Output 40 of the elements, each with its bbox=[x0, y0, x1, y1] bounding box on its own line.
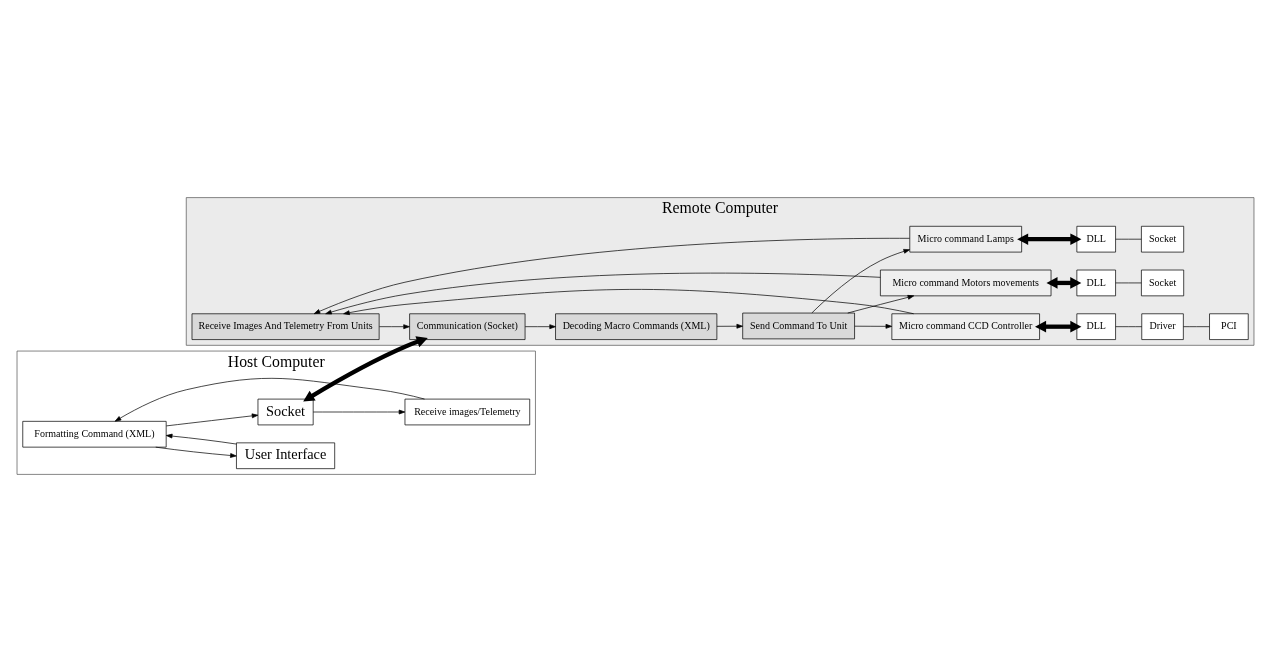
arrow bbox=[1035, 320, 1082, 332]
arrow bbox=[114, 377, 425, 422]
arrow bbox=[379, 323, 410, 329]
connector bbox=[1115, 282, 1142, 283]
node-box: Socket bbox=[1141, 225, 1185, 252]
arrow bbox=[166, 433, 237, 444]
arrow bbox=[1017, 232, 1082, 245]
node-box: DLL bbox=[1076, 269, 1116, 296]
node-box: DLL bbox=[1076, 225, 1116, 252]
node-box: Decoding Macro Commands (XML) bbox=[555, 312, 718, 340]
arrow bbox=[343, 288, 914, 315]
node-box: Receive images/Telemetry bbox=[404, 398, 531, 425]
node-box: DLL bbox=[1076, 312, 1116, 340]
arrow bbox=[847, 294, 915, 313]
arrow bbox=[312, 409, 406, 414]
arrow bbox=[313, 237, 910, 314]
arrow bbox=[166, 413, 259, 426]
node-box: Receive Images And Telemetry From Units bbox=[191, 312, 380, 340]
node-box: Micro command CCD Controller bbox=[891, 312, 1040, 340]
node-box: Micro command Motors movements bbox=[880, 269, 1052, 296]
connector bbox=[1115, 325, 1143, 327]
arrow bbox=[325, 272, 881, 314]
arrow bbox=[524, 323, 556, 329]
node-box: Send Command To Unit bbox=[742, 312, 855, 339]
node-box: User Interface bbox=[236, 441, 336, 469]
node-box: Communication (Socket) bbox=[409, 312, 526, 340]
node-box: Micro command Lamps bbox=[909, 225, 1022, 252]
arrow bbox=[716, 323, 743, 329]
connector bbox=[1115, 238, 1142, 240]
node-box: Socket bbox=[257, 398, 314, 425]
arrow bbox=[155, 446, 237, 458]
connector bbox=[1183, 325, 1210, 327]
node-box: Driver bbox=[1141, 312, 1184, 340]
arrow bbox=[811, 248, 910, 313]
node-box: PCI bbox=[1209, 312, 1249, 340]
node-box: Formatting Command (XML) bbox=[22, 420, 167, 447]
arrow bbox=[1046, 276, 1082, 289]
arrow bbox=[854, 323, 893, 329]
arrow bbox=[303, 335, 428, 401]
node-box: Socket bbox=[1141, 269, 1185, 296]
